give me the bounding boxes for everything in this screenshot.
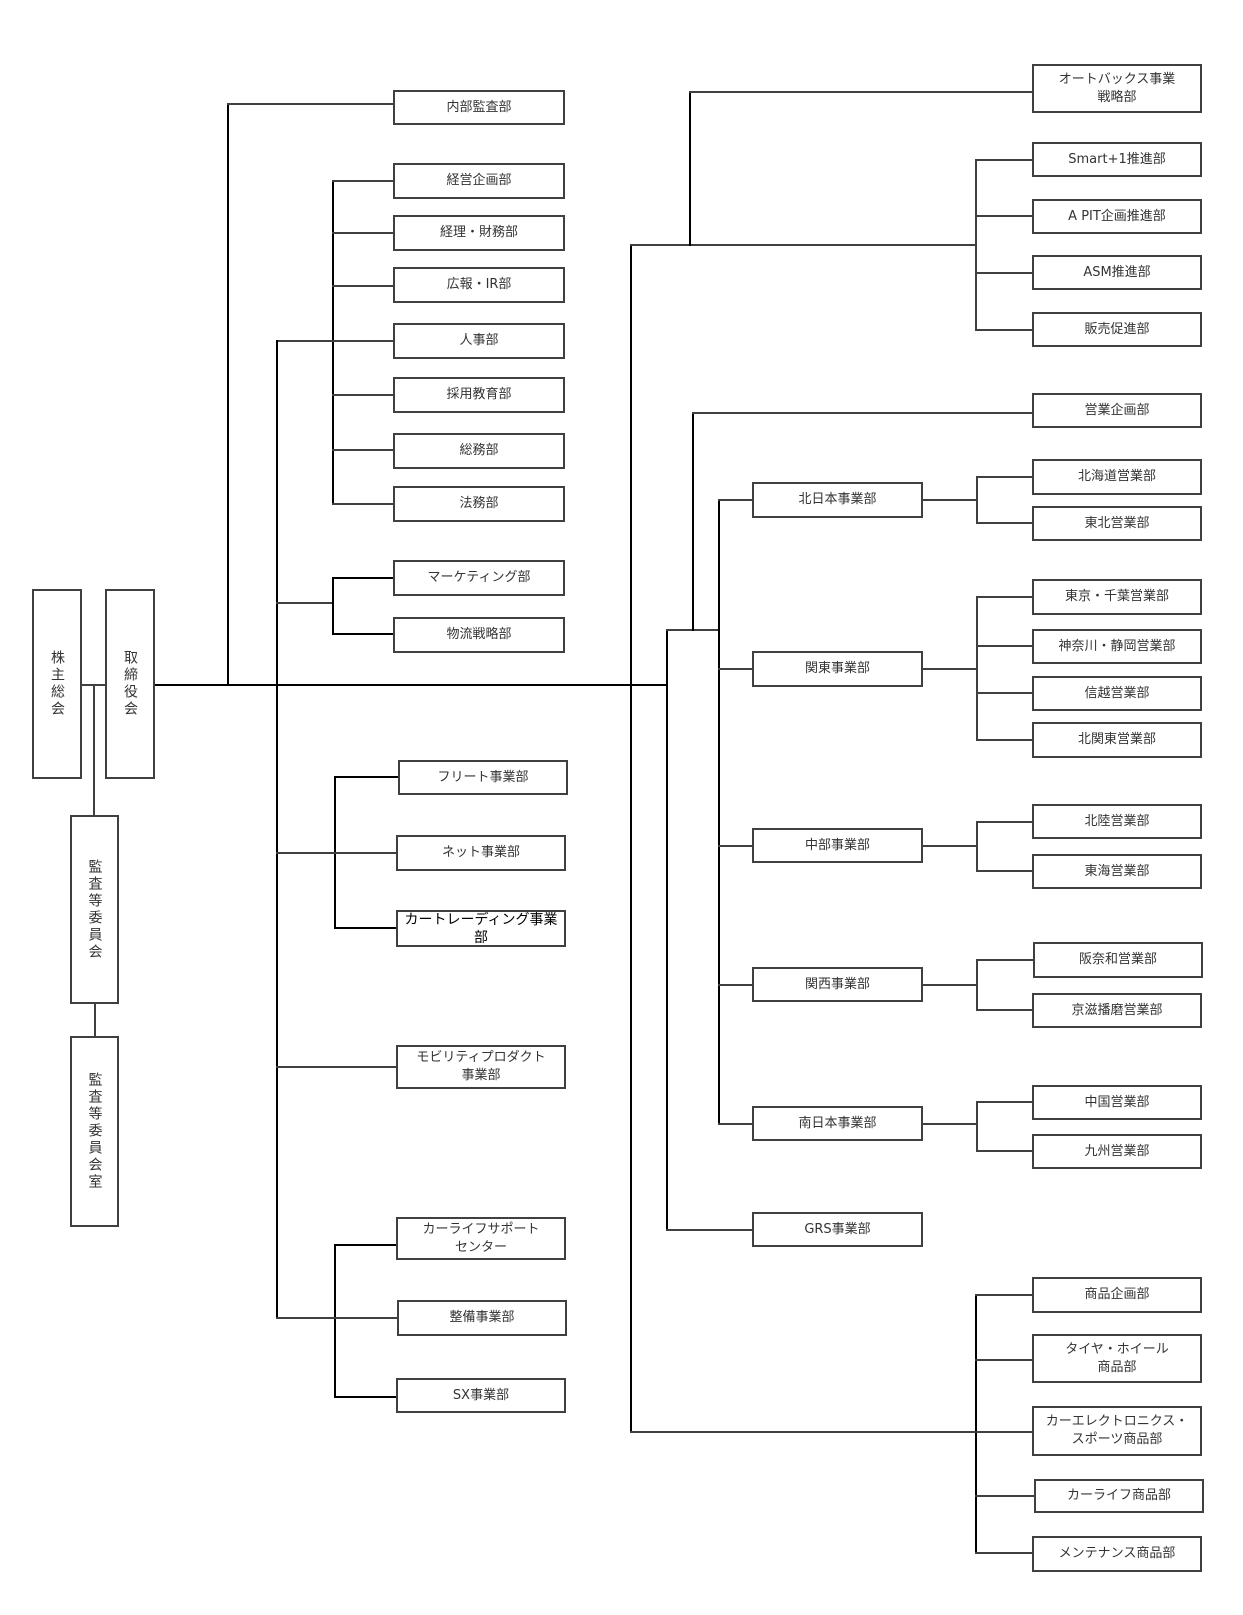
logistics-strategy-box: 物流戦略部: [393, 617, 565, 653]
audit-committee-box: 監査等委員会: [70, 815, 119, 1004]
accounting-finance-box: 経理・財務部: [393, 215, 565, 251]
sales-planning-box: 営業企画部: [1032, 393, 1202, 428]
branch-box: 北陸営業部: [1032, 804, 1202, 839]
tire-wheel-merch-box: タイヤ・ホイール 商品部: [1032, 1334, 1202, 1383]
branch-box: 九州営業部: [1032, 1134, 1202, 1169]
car-electronics-sports-merch-box: カーエレクトロニクス・ スポーツ商品部: [1032, 1406, 1202, 1456]
branch-box: 神奈川・静岡営業部: [1032, 629, 1202, 664]
corporate-planning-box: 経営企画部: [393, 163, 565, 199]
marketing-box: マーケティング部: [393, 560, 565, 596]
mobility-product-box: モビリティプロダクト 事業部: [396, 1045, 566, 1089]
autobacs-strategy-box: オートバックス事業 戦略部: [1032, 64, 1202, 113]
hr-box: 人事部: [393, 323, 565, 359]
branch-box: 中国営業部: [1032, 1085, 1202, 1120]
region-box-chubu: 中部事業部: [752, 828, 923, 863]
car-trading-business-box: カートレーディング事業部: [396, 910, 566, 947]
apit-planning-box: A PIT企画推進部: [1032, 199, 1202, 234]
branch-box: 東北営業部: [1032, 506, 1202, 541]
audit-committee-office-box: 監査等委員会室: [70, 1036, 119, 1227]
sx-business-box: SX事業部: [396, 1378, 566, 1413]
merch-planning-box: 商品企画部: [1032, 1277, 1202, 1313]
pr-ir-box: 広報・IR部: [393, 267, 565, 303]
recruitment-education-box: 採用教育部: [393, 377, 565, 413]
branch-box: 北関東営業部: [1032, 722, 1202, 758]
board-of-directors-box: 取締役会: [105, 589, 155, 779]
net-business-box: ネット事業部: [396, 835, 566, 871]
region-box-kanto: 関東事業部: [752, 651, 923, 687]
region-box-south-japan: 南日本事業部: [752, 1106, 923, 1141]
smart-plus-one-box: Smart+1推進部: [1032, 142, 1202, 177]
branch-box: 信越営業部: [1032, 676, 1202, 711]
fleet-business-box: フリート事業部: [398, 760, 568, 795]
general-affairs-box: 総務部: [393, 433, 565, 469]
maintenance-merch-box: メンテナンス商品部: [1032, 1536, 1202, 1572]
region-box-kansai: 関西事業部: [752, 967, 923, 1002]
internal-audit-box: 内部監査部: [393, 90, 565, 125]
sales-promotion-box: 販売促進部: [1032, 312, 1202, 347]
asm-promotion-box: ASM推進部: [1032, 255, 1202, 290]
region-box-north-japan: 北日本事業部: [752, 482, 923, 518]
shareholders-meeting-box: 株主総会: [32, 589, 82, 779]
grs-business-box: GRS事業部: [752, 1212, 923, 1247]
branch-box: 東海営業部: [1032, 854, 1202, 889]
legal-box: 法務部: [393, 486, 565, 522]
carlife-support-center-box: カーライフサポート センター: [396, 1217, 566, 1260]
maintenance-business-box: 整備事業部: [397, 1300, 567, 1336]
branch-box: 北海道営業部: [1032, 459, 1202, 495]
carlife-merch-box: カーライフ商品部: [1034, 1479, 1204, 1513]
branch-box: 京滋播磨営業部: [1032, 993, 1202, 1028]
branch-box: 東京・千葉営業部: [1032, 579, 1202, 615]
branch-box: 阪奈和営業部: [1033, 942, 1203, 978]
